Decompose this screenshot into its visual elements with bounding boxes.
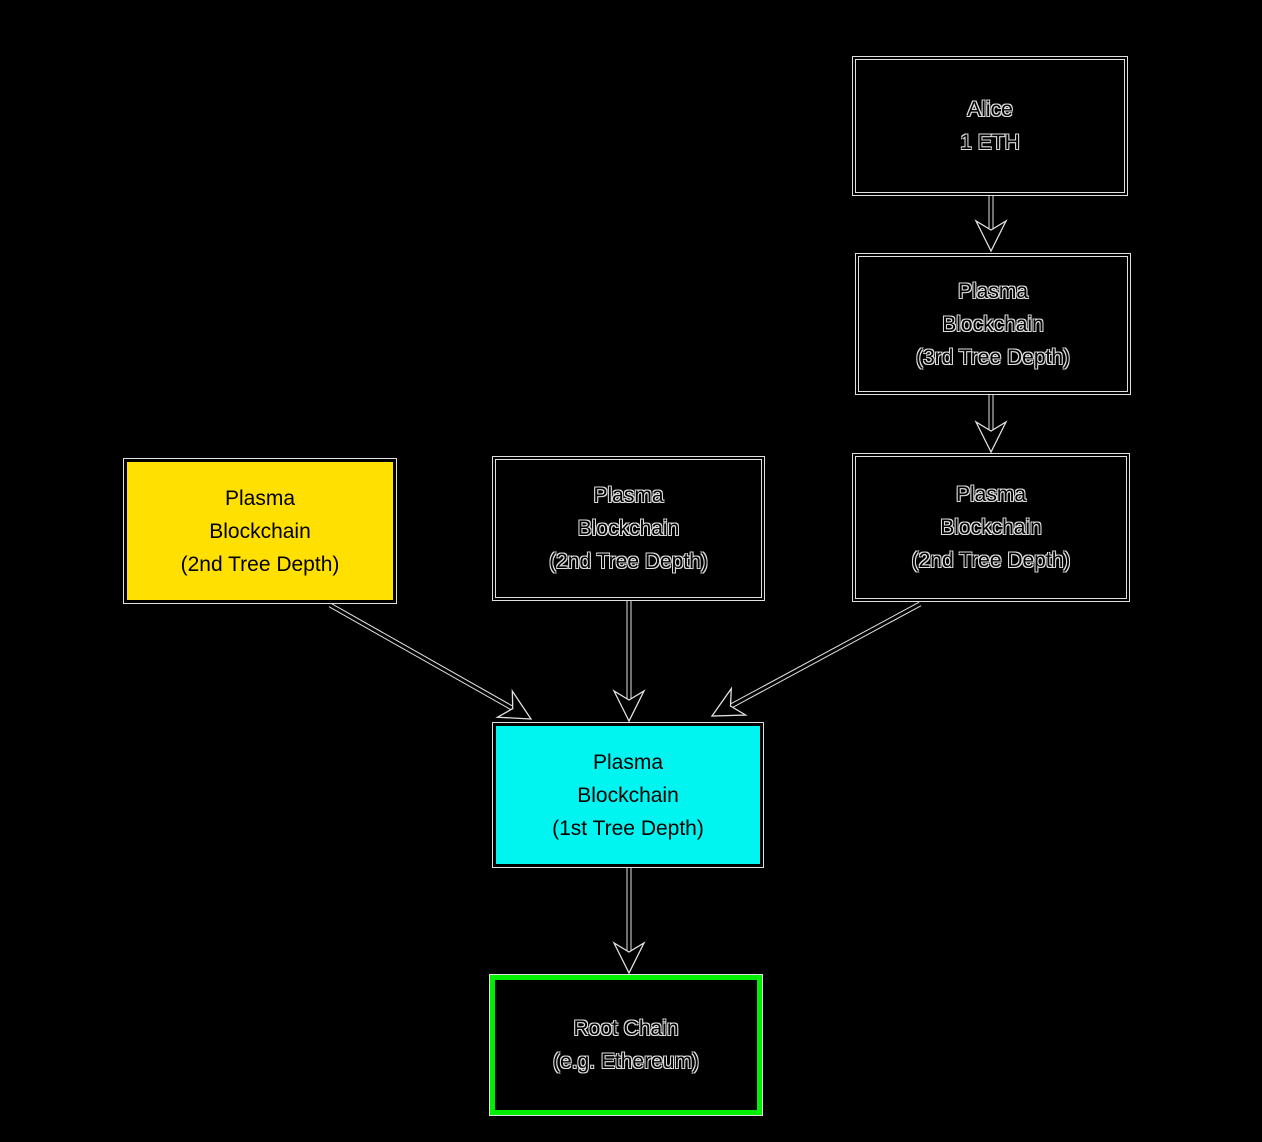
node-alice-amount: 1 ETH [960, 131, 1020, 154]
node-label-line: Blockchain [940, 516, 1042, 539]
node-label-line: Plasma [592, 750, 664, 774]
node-root-chain: Root Chain (e.g. Ethereum) [490, 975, 762, 1115]
node-label-line: (2nd Tree Depth) [911, 549, 1071, 572]
node-alice-label: Alice [967, 98, 1013, 121]
node-plasma-blockchain-3rd-depth: Plasma Blockchain (3rd Tree Depth) [855, 253, 1131, 395]
node-label-line: Blockchain [942, 312, 1044, 336]
node-plasma-blockchain-2nd-depth-middle: Plasma Blockchain (2nd Tree Depth) [492, 456, 765, 601]
node-label-line: (3rd Tree Depth) [915, 345, 1071, 369]
node-plasma-blockchain-1st-depth: Plasma Blockchain (1st Tree Depth) [492, 722, 764, 868]
arrow-plasma-2nd-left-to-plasma-1st [328, 602, 533, 720]
node-plasma-blockchain-2nd-depth-right: Plasma Blockchain (2nd Tree Depth) [852, 453, 1130, 602]
node-label-line: (2nd Tree Depth) [180, 552, 340, 576]
node-label-line: (e.g. Ethereum) [553, 1050, 699, 1073]
node-label-line: Root Chain [573, 1017, 679, 1040]
node-label-line: Blockchain [577, 783, 679, 807]
arrow-plasma-1st-to-root-chain [612, 868, 646, 975]
node-label-line: Plasma [957, 279, 1029, 303]
node-label-line: Blockchain [209, 519, 311, 543]
arrow-alice-to-plasma-3rd [974, 196, 1008, 253]
node-label-line: Plasma [224, 486, 296, 510]
node-label-line: (1st Tree Depth) [552, 816, 704, 840]
arrow-plasma-2nd-mid-to-plasma-1st [612, 601, 646, 723]
node-label-line: Plasma [593, 484, 664, 507]
arrow-plasma-3rd-to-plasma-2nd-right [974, 395, 1008, 454]
arrow-plasma-2nd-right-to-plasma-1st [710, 601, 922, 717]
node-label-line: Plasma [955, 483, 1027, 506]
node-label-line: (2nd Tree Depth) [549, 550, 708, 573]
node-alice: Alice 1 ETH [852, 56, 1128, 196]
node-label-line: Blockchain [577, 517, 680, 540]
node-plasma-blockchain-2nd-depth-left: Plasma Blockchain (2nd Tree Depth) [123, 458, 397, 604]
